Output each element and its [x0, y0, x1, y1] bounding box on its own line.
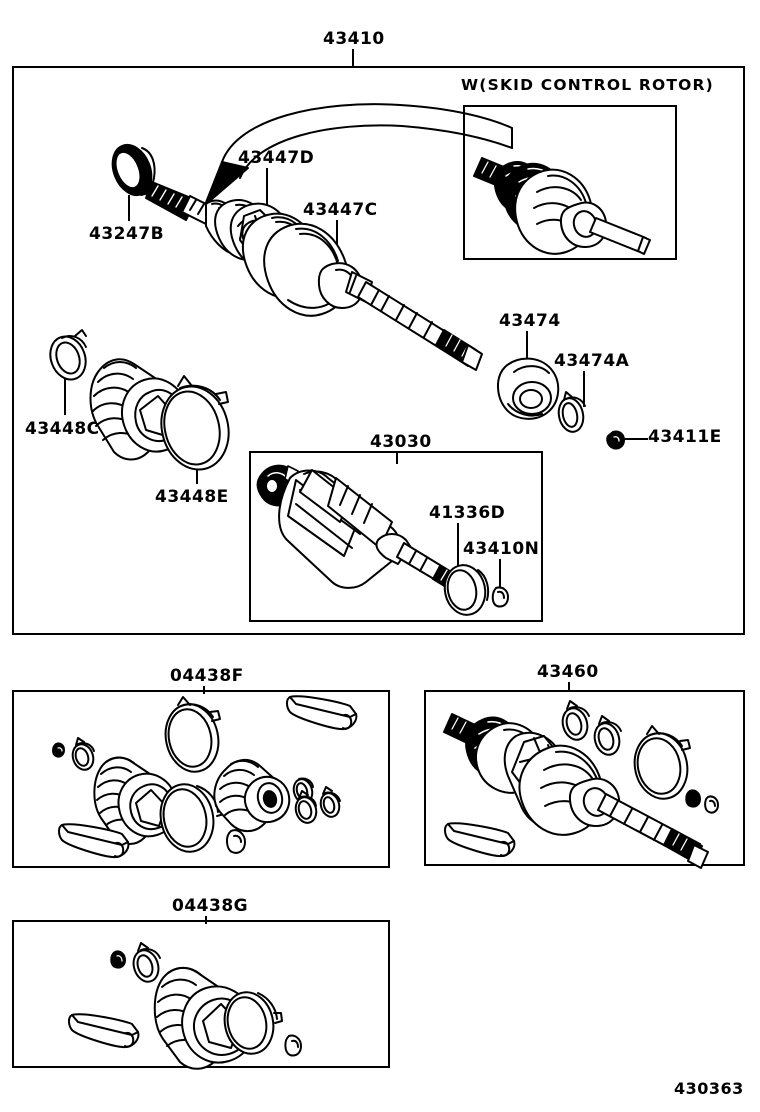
callout-leader-43474a [583, 371, 585, 407]
kit-box-04438g [12, 920, 390, 1068]
callout-leader-43447d [266, 168, 268, 208]
kit-box-43460 [424, 690, 745, 866]
kit-box-04438f [12, 690, 390, 868]
tripod-joint-inset-title: 43030 [370, 432, 432, 452]
callout-label-43410n: 43410N [463, 539, 540, 559]
tripod-joint-inset-box [249, 451, 543, 622]
tripod-joint-inset-title-leader [396, 452, 398, 464]
drawing-number: 430363 [674, 1079, 744, 1098]
callout-label-43411e: 43411E [648, 427, 722, 447]
callout-label-43474: 43474 [499, 311, 561, 331]
main-group-box [12, 66, 745, 635]
callout-label-43447d: 43447D [238, 148, 315, 168]
callout-label-41336d: 41336D [429, 503, 506, 523]
main-group-title-leader [352, 49, 354, 67]
callout-leader-43410n [499, 559, 501, 588]
callout-leader-43448e [196, 454, 198, 484]
callout-leader-43474 [526, 331, 528, 367]
skid-control-rotor-inset-box [463, 105, 677, 260]
callout-label-43447c: 43447C [303, 200, 378, 220]
skid-control-rotor-inset-title: W(SKID CONTROL ROTOR) [461, 76, 714, 94]
main-group-title: 43410 [323, 29, 385, 49]
kit-title-04438f: 04438F [170, 666, 244, 686]
kit-title-leader-43460 [568, 682, 570, 692]
callout-label-43474a: 43474A [554, 351, 630, 371]
callout-label-43448e: 43448E [155, 487, 229, 507]
kit-title-43460: 43460 [537, 662, 599, 682]
callout-leader-41336d [457, 523, 459, 570]
callout-leader-43411e [620, 438, 648, 440]
callout-leader-43448c [64, 377, 66, 415]
callout-label-43448c: 43448C [25, 419, 100, 439]
callout-leader-43247b [128, 195, 130, 221]
callout-label-43247b: 43247B [89, 224, 165, 244]
kit-title-04438g: 04438G [172, 896, 249, 916]
callout-leader-43447c [336, 220, 338, 272]
